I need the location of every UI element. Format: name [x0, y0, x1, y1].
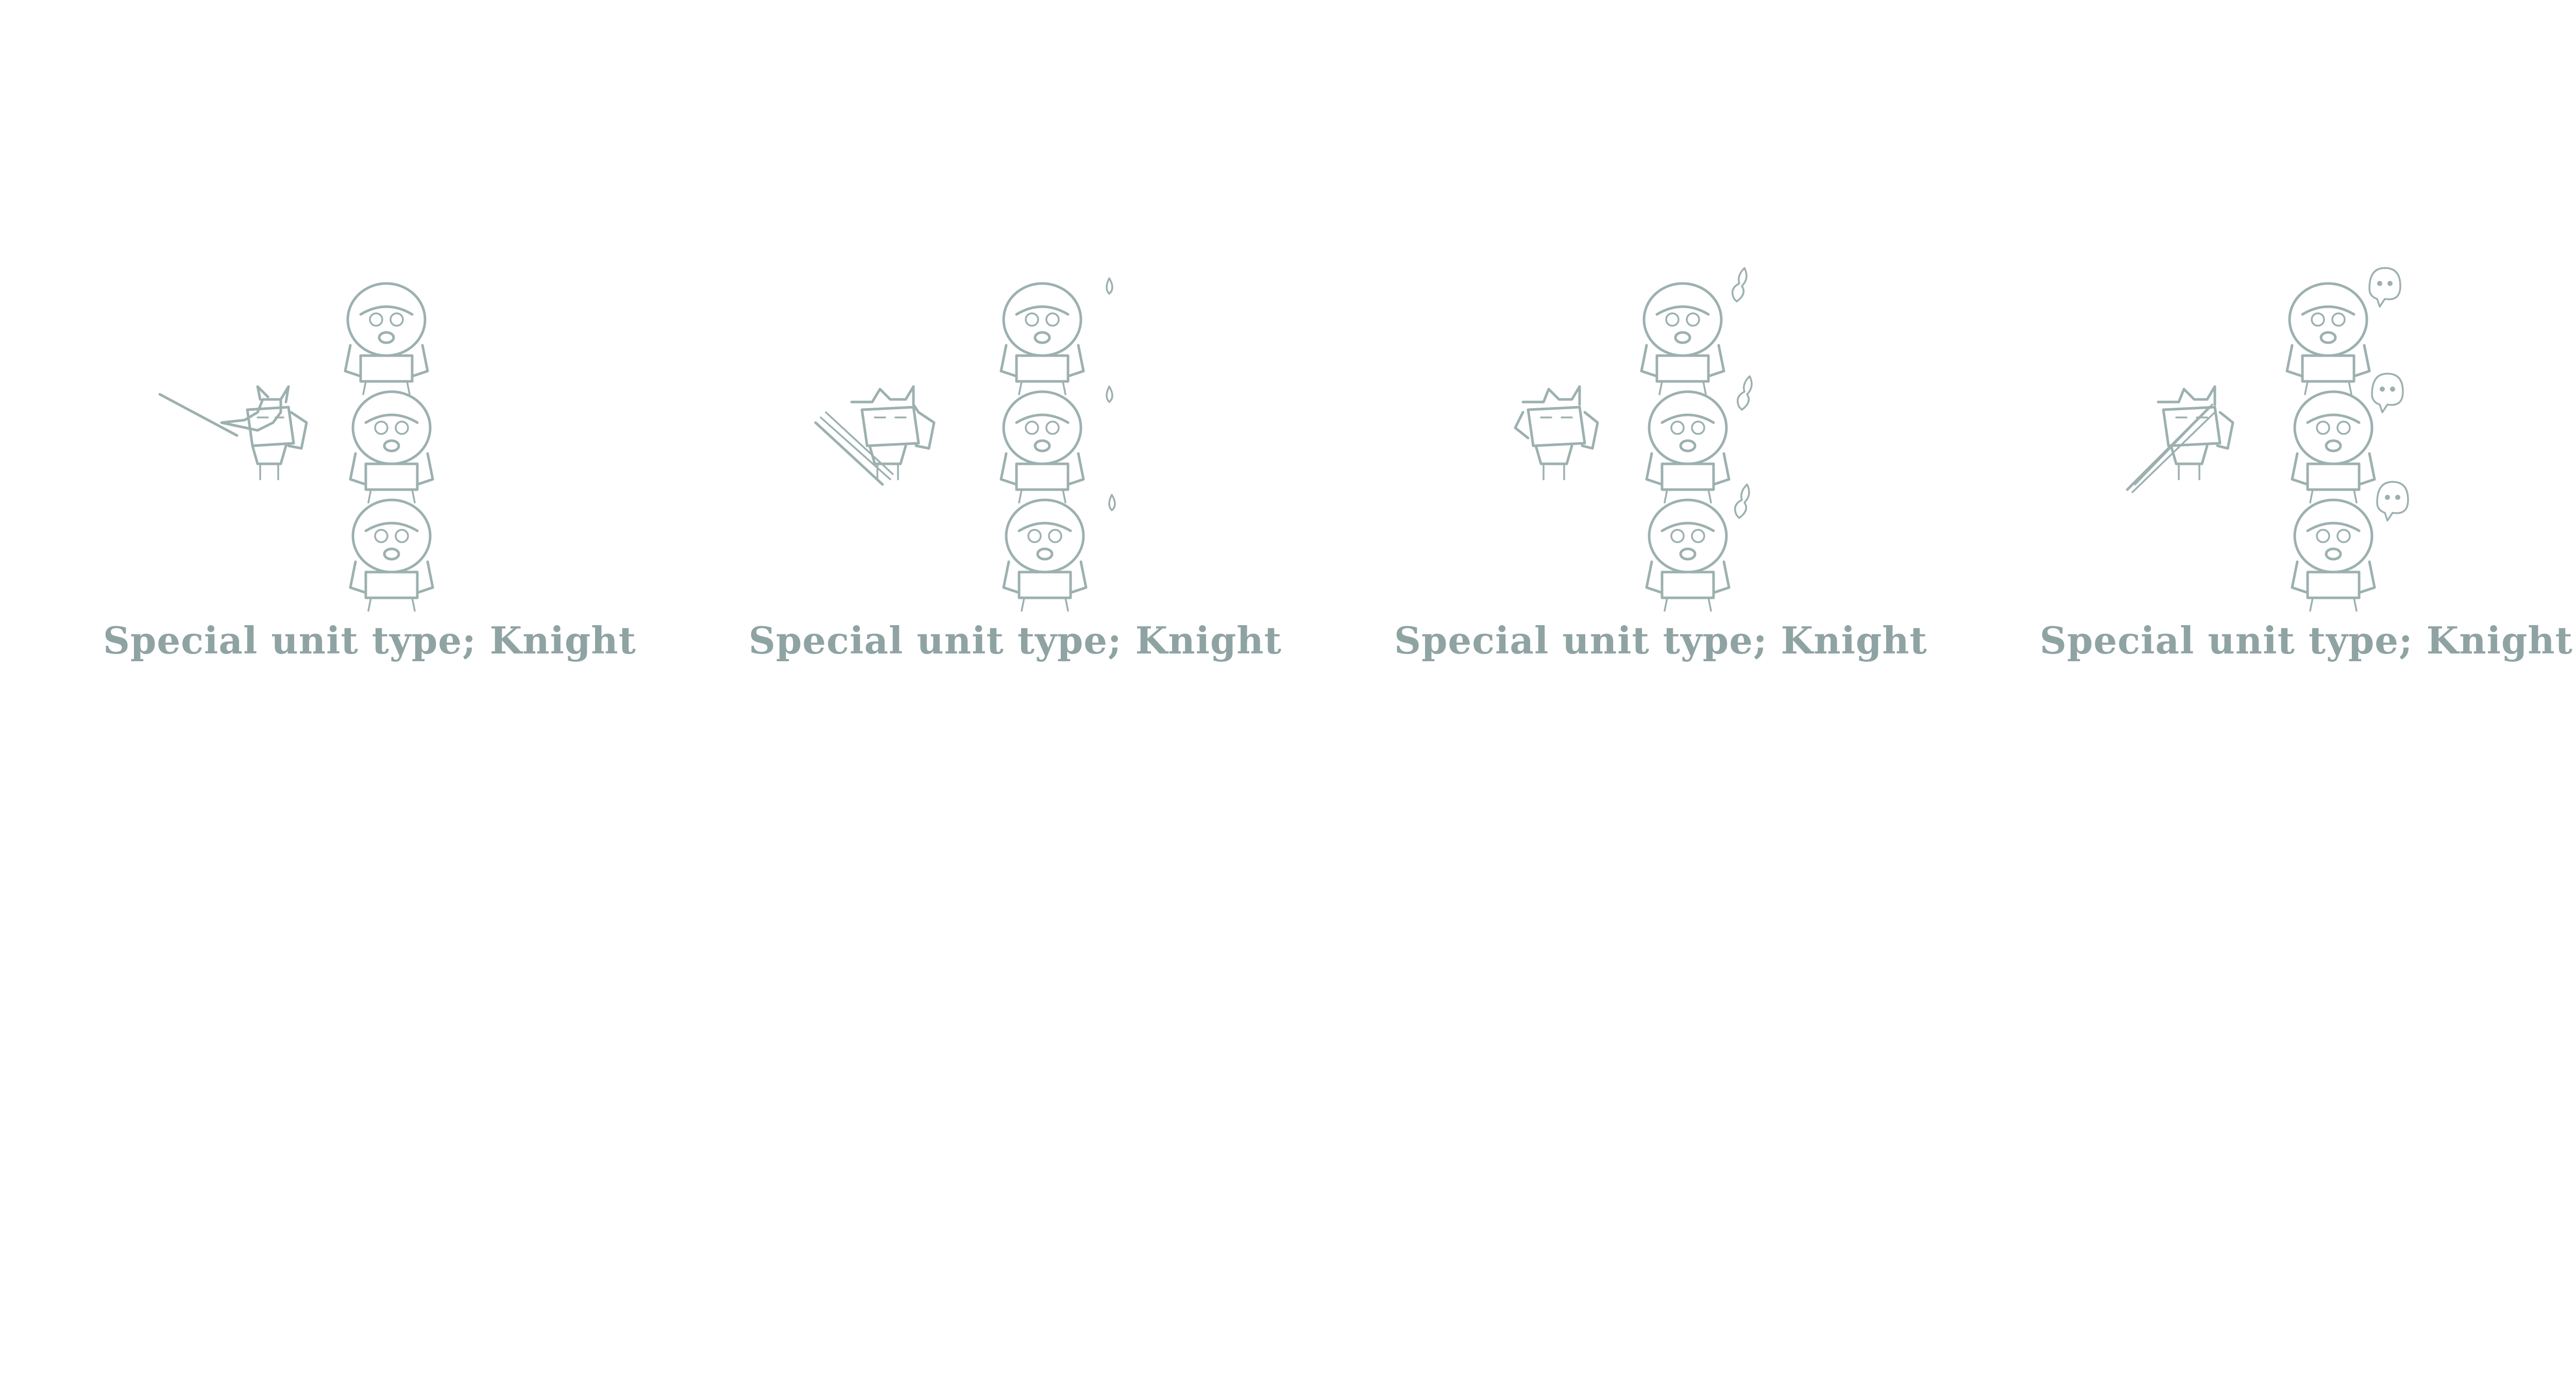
- frame-1-scene: [158, 282, 434, 612]
- frame-4: Special unit type; Knight: [2040, 258, 2573, 680]
- defender-2-icon: [349, 390, 434, 504]
- spirit-wisp-icon: [1734, 483, 1750, 519]
- frame-1: Special unit type; Knight: [103, 258, 636, 680]
- frame-1-caption: Special unit type; Knight: [103, 618, 636, 662]
- frame-3: Special unit type; Knight: [1394, 258, 1927, 680]
- defender-3-icon: [349, 498, 434, 612]
- ghost-skull-icon: [2368, 267, 2401, 308]
- frame-2-caption: Special unit type; Knight: [749, 618, 1282, 662]
- defender-3-icon: [1002, 498, 1088, 612]
- knight-charging-icon: [814, 385, 936, 486]
- defender-3-icon: [2291, 498, 2376, 612]
- sweat-drop-icon: [1106, 277, 1113, 295]
- ghost-skull-icon: [2376, 481, 2409, 522]
- spirit-wisp-icon: [1736, 375, 1753, 411]
- defender-1-icon: [1640, 282, 1725, 395]
- knight-slash-icon: [2126, 385, 2234, 493]
- spirit-wisp-icon: [1731, 267, 1748, 303]
- defender-1-icon: [2285, 282, 2371, 395]
- defender-2-icon: [1645, 390, 1731, 504]
- defender-1-icon: [344, 282, 429, 395]
- ghost-skull-icon: [2371, 373, 2404, 413]
- frame-3-caption: Special unit type; Knight: [1394, 618, 1927, 662]
- knight-with-lance-icon: [158, 385, 308, 480]
- frame-4-caption: Special unit type; Knight: [2040, 618, 2573, 662]
- frame-2: Special unit type; Knight: [749, 258, 1282, 680]
- sweat-drop-icon: [1106, 386, 1113, 403]
- knight-standing-icon: [1514, 385, 1599, 480]
- defender-2-icon: [999, 390, 1085, 504]
- frame-4-scene: [2126, 267, 2409, 612]
- defender-2-icon: [2291, 390, 2376, 504]
- defender-3-icon: [1645, 498, 1731, 612]
- defender-1-icon: [999, 282, 1085, 395]
- frame-2-scene: [814, 277, 1116, 612]
- frame-3-scene: [1514, 267, 1753, 612]
- sweat-drop-icon: [1108, 494, 1116, 511]
